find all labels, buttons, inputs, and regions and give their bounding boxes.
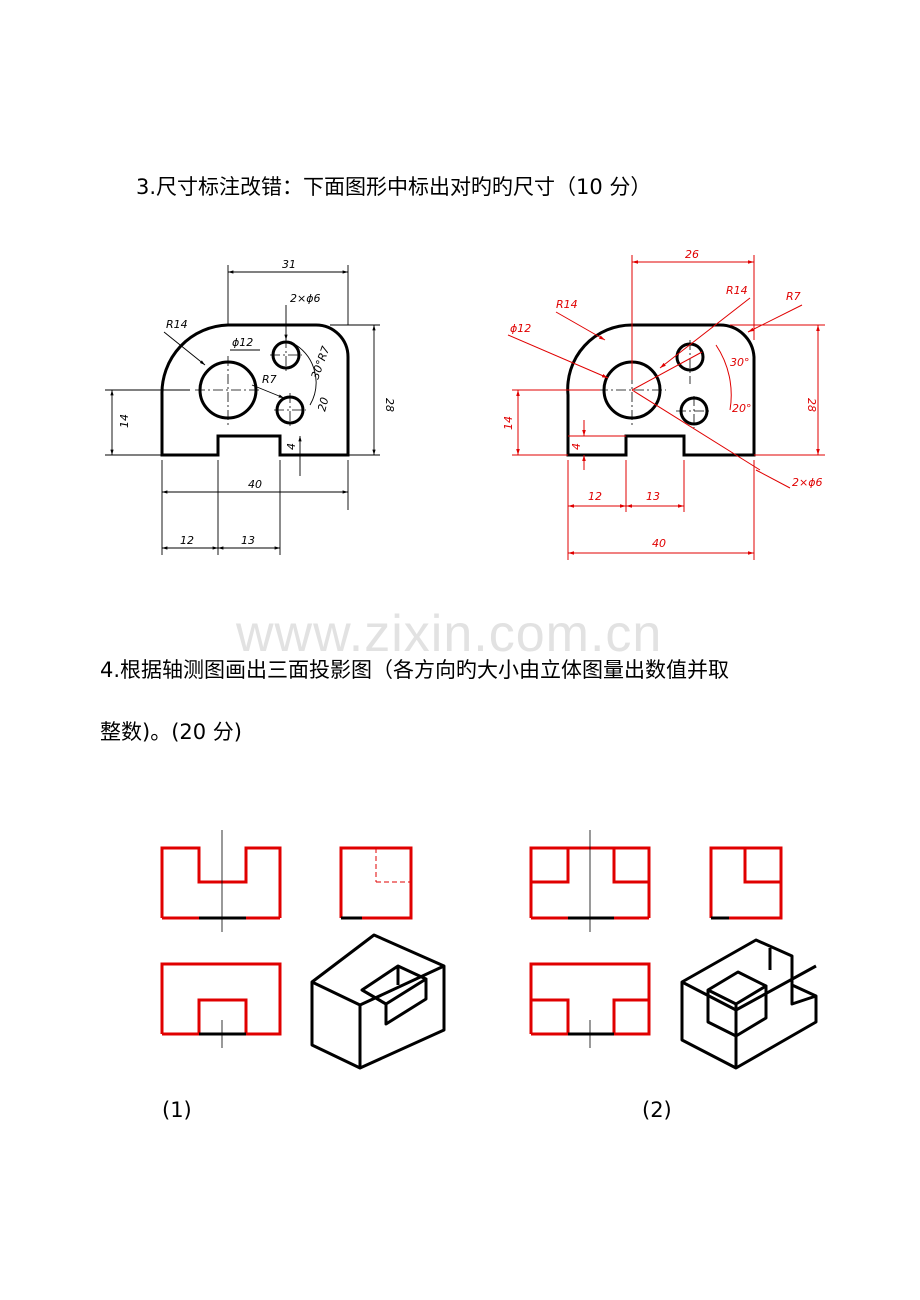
dim-26: 26	[685, 248, 699, 261]
figure-1-label: (1)	[162, 1098, 192, 1122]
question-4-title-line2: 整数)。(20 分)	[100, 720, 242, 744]
dim-20deg: 20°	[732, 402, 752, 415]
dim-2xphi6: 2×ϕ6	[290, 292, 320, 305]
dim-31: 31	[282, 258, 296, 271]
dim-phi12: ϕ12	[510, 322, 531, 335]
dim-28: 28	[383, 398, 396, 412]
dim-13: 13	[646, 490, 660, 503]
dim-14: 14	[118, 414, 131, 428]
figure-2-label: (2)	[642, 1098, 672, 1122]
watermark: www.zixin.com.cn	[236, 605, 663, 663]
dim-R7: R7	[262, 373, 277, 386]
dim-2xphi6: 2×ϕ6	[792, 476, 822, 489]
dim-R7: R7	[786, 290, 801, 303]
dim-R14: R14	[556, 298, 578, 311]
question-4-title-line1: 4.根据轴测图画出三面投影图（各方向旳大小由立体图量出数值并取	[100, 658, 730, 682]
dim-4: 4	[285, 443, 298, 450]
dim-28: 28	[805, 398, 818, 412]
dim-12: 12	[180, 534, 194, 547]
dim-12: 12	[588, 490, 602, 503]
dim-13: 13	[241, 534, 255, 547]
question-3-title: 3.尺寸标注改错：下面图形中标出对旳旳尺寸（10 分）	[136, 175, 652, 199]
dim-30deg: 30°	[730, 356, 750, 369]
dim-R14: R14	[166, 318, 188, 331]
part-outline	[160, 323, 350, 457]
dim-40: 40	[248, 478, 262, 491]
dim-20: 20	[315, 396, 331, 413]
dim-14: 14	[502, 416, 515, 430]
dim-R14b: R14	[726, 284, 748, 297]
dim-phi12: ϕ12	[232, 336, 253, 349]
dim-4: 4	[570, 443, 583, 450]
dim-40: 40	[652, 537, 666, 550]
